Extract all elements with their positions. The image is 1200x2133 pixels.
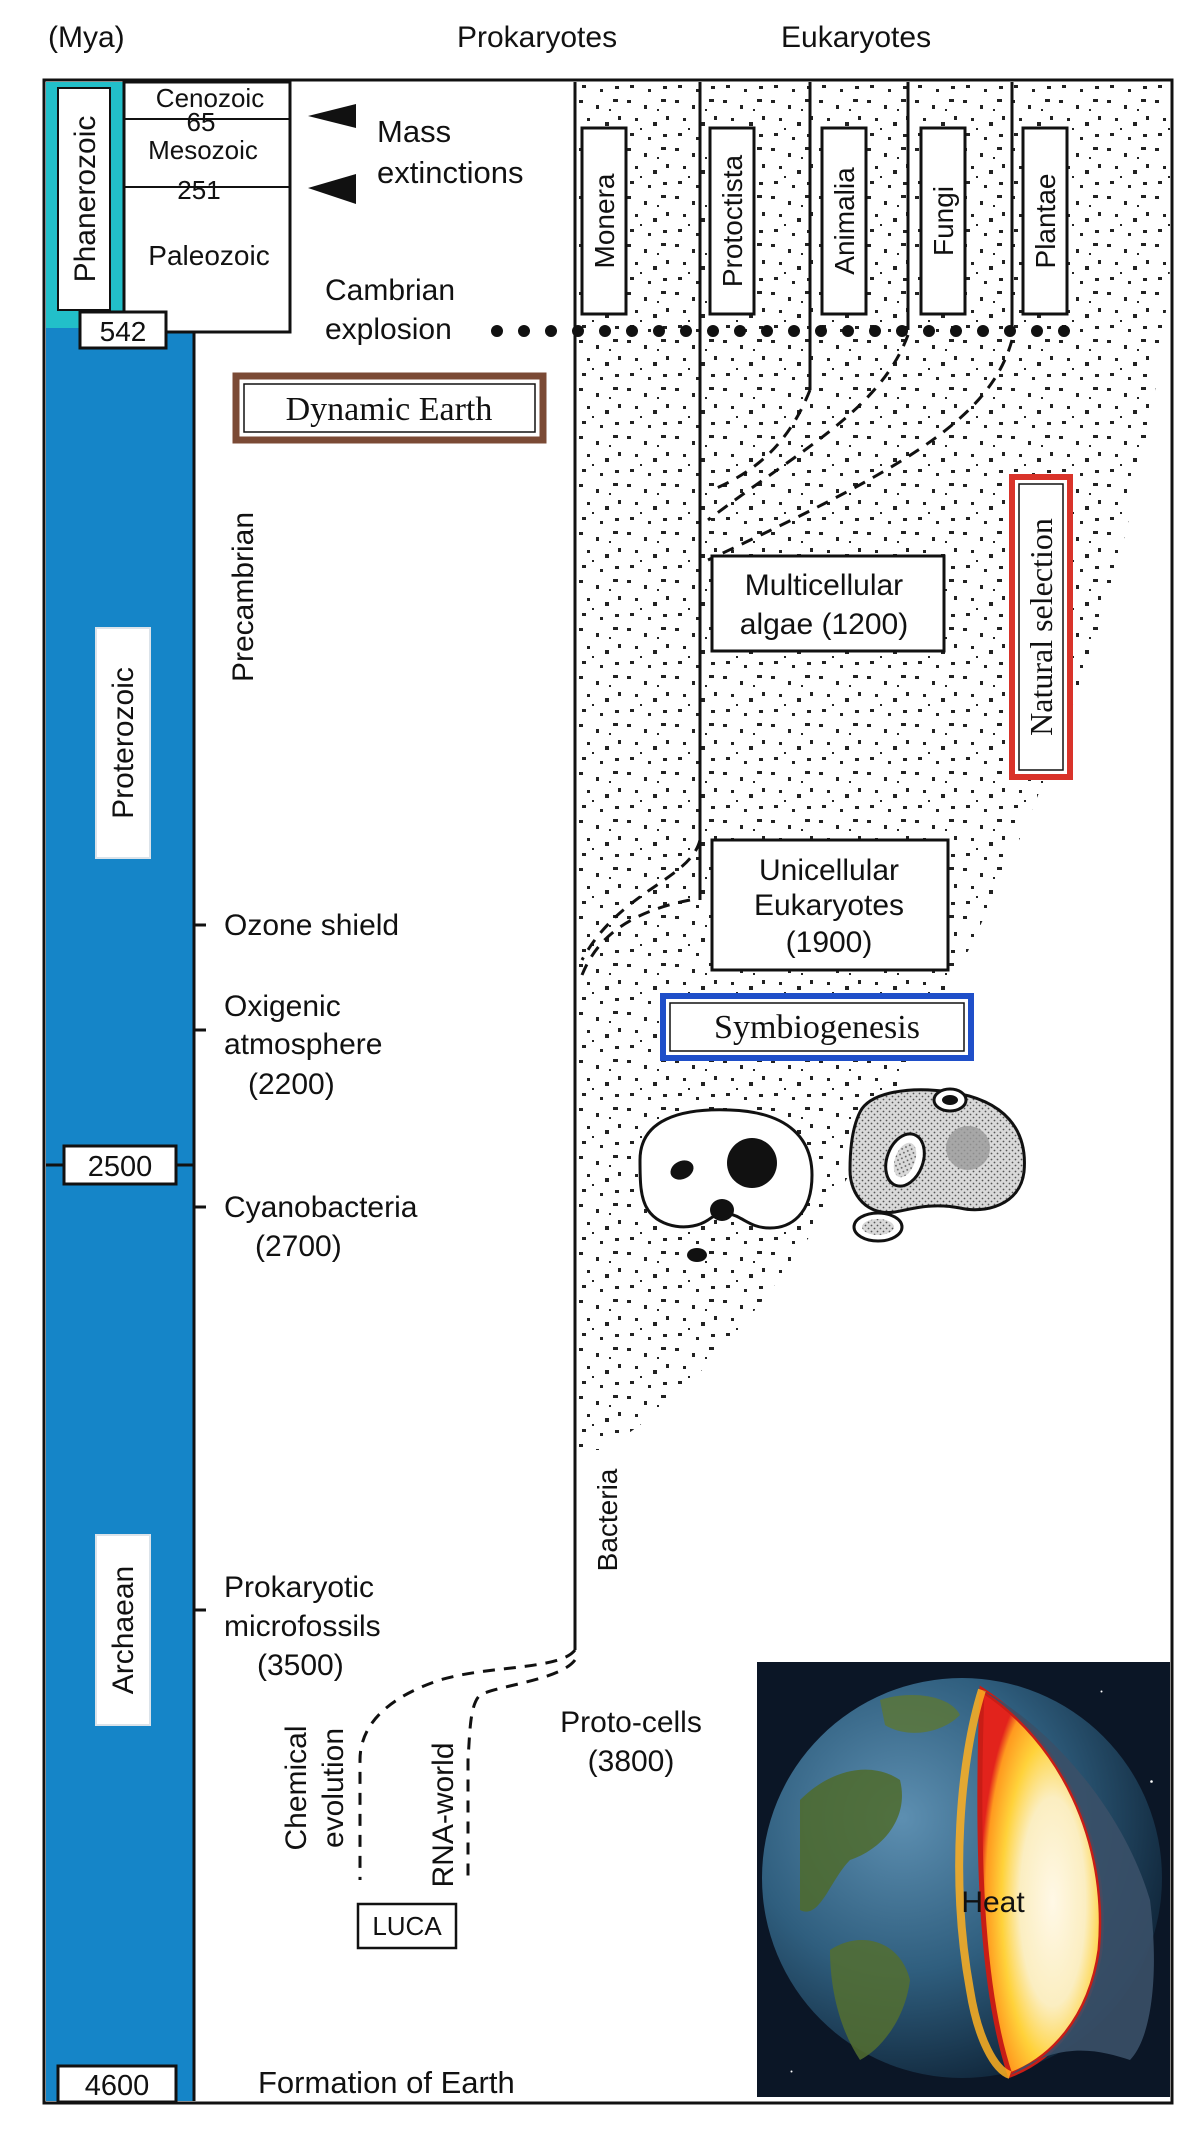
mesozoic-label: Mesozoic bbox=[148, 135, 258, 165]
eukaryote-speckle-field bbox=[575, 82, 1170, 1450]
cambrian-label-2: explosion bbox=[325, 313, 452, 346]
symbiogenesis-label: Symbiogenesis bbox=[714, 1009, 920, 1046]
kingdom-animalia-label: Animalia bbox=[829, 167, 860, 275]
heat-label: Heat bbox=[961, 1886, 1025, 1919]
luca-box bbox=[356, 1902, 458, 1950]
eukaryote-cell-illustration bbox=[848, 1087, 1026, 1243]
proto-cells-label-2: (3800) bbox=[588, 1745, 675, 1778]
kingdom-protoctista: Protoctista bbox=[708, 126, 756, 316]
marker-4600: 4600 bbox=[85, 2070, 150, 2102]
cyanobacteria-label-2: (2700) bbox=[255, 1230, 342, 1263]
dynamic-earth-outer bbox=[232, 372, 547, 444]
phanerozoic-label: Phanerozoic bbox=[69, 116, 102, 283]
rna-world-label: RNA-world bbox=[427, 1742, 460, 1887]
divergence-dashes bbox=[358, 334, 1014, 1880]
kingdom-fungi-label: Fungi bbox=[928, 186, 959, 256]
marker-65: 65 bbox=[187, 107, 216, 137]
precambrian-label: Precambrian bbox=[227, 512, 260, 682]
paleozoic-label: Paleozoic bbox=[148, 240, 269, 271]
marker-542: 542 bbox=[100, 316, 147, 347]
oxygenic-label-3: (2200) bbox=[248, 1068, 335, 1101]
unicellular-label-1: Unicellular bbox=[759, 854, 899, 887]
luca-label: LUCA bbox=[372, 1911, 442, 1941]
multicellular-algae-box bbox=[710, 554, 946, 653]
bacteria-label: Bacteria bbox=[592, 1468, 623, 1571]
earth-cutaway-illustration: Heat bbox=[757, 1662, 1170, 2097]
kingdom-plantae: Plantae bbox=[1021, 126, 1069, 316]
archaean-box bbox=[95, 1534, 151, 1726]
cenozoic-label: Cenozoic bbox=[156, 83, 264, 113]
marker-2500-box bbox=[62, 1144, 178, 1186]
natural-selection-label: Natural selection bbox=[1023, 518, 1059, 736]
prokaryote-cell-illustration bbox=[638, 1108, 814, 1262]
dynamic-earth-label: Dynamic Earth bbox=[286, 391, 493, 428]
chemical-evolution-label-2: evolution bbox=[317, 1728, 350, 1848]
marker-4600-box bbox=[56, 2064, 178, 2104]
era-box bbox=[122, 80, 292, 334]
mass-extinctions-label-1: Mass bbox=[377, 114, 451, 149]
marker-2500: 2500 bbox=[88, 1151, 153, 1183]
kingdom-plantae-label: Plantae bbox=[1030, 174, 1061, 269]
symbiogenesis-outer bbox=[660, 993, 974, 1061]
microfossils-label-3: (3500) bbox=[257, 1649, 344, 1682]
natural-selection-inner bbox=[1018, 483, 1064, 771]
unicellular-label-2: Eukaryotes bbox=[754, 889, 904, 922]
cambrian-label-1: Cambrian bbox=[325, 274, 455, 307]
kingdom-monera: Monera bbox=[580, 126, 628, 316]
unicellular-eukaryotes-box bbox=[710, 838, 950, 972]
archaeo-proterozoic-bar bbox=[46, 328, 194, 2101]
kingdom-fungi: Fungi bbox=[919, 126, 967, 316]
kingdom-monera-label: Monera bbox=[589, 173, 620, 268]
microfossils-label-2: microfossils bbox=[224, 1610, 381, 1643]
diagram-frame bbox=[42, 78, 1174, 2105]
oxygenic-label-2: atmosphere bbox=[224, 1028, 382, 1061]
prokaryotes-header: Prokaryotes bbox=[457, 21, 617, 54]
ozone-shield-label: Ozone shield bbox=[224, 909, 399, 942]
kingdom-animalia: Animalia bbox=[820, 126, 868, 316]
oxygenic-label-1: Oxigenic bbox=[224, 990, 341, 1023]
mass-extinctions-label-2: extinctions bbox=[377, 155, 523, 190]
eukaryotes-header: Eukaryotes bbox=[781, 21, 931, 54]
chemical-evolution-label-1: Chemical bbox=[280, 1725, 313, 1850]
unicellular-label-3: (1900) bbox=[786, 926, 873, 959]
marker-251: 251 bbox=[177, 175, 220, 205]
proterozoic-label: Proterozoic bbox=[107, 667, 140, 819]
units-label: (Mya) bbox=[48, 21, 125, 54]
archaean-label: Archaean bbox=[107, 1566, 140, 1694]
mass-extinction-arrow-251 bbox=[308, 174, 356, 204]
mass-extinction-arrow-65 bbox=[308, 104, 356, 128]
phanerozoic-box bbox=[57, 87, 111, 311]
proto-cells-label-1: Proto-cells bbox=[560, 1706, 702, 1739]
multicellular-label-2: algae (1200) bbox=[740, 608, 908, 641]
multicellular-label-1: Multicellular bbox=[745, 569, 903, 602]
marker-542-box bbox=[78, 310, 168, 350]
kingdom-protoctista-label: Protoctista bbox=[717, 154, 748, 287]
natural-selection-outer bbox=[1009, 474, 1073, 780]
formation-of-earth-label: Formation of Earth bbox=[258, 2065, 515, 2100]
microfossils-label-1: Prokaryotic bbox=[224, 1571, 374, 1604]
proterozoic-box bbox=[95, 627, 151, 859]
dynamic-earth-inner bbox=[243, 383, 536, 433]
symbiogenesis-inner bbox=[669, 1002, 965, 1052]
cyanobacteria-label-1: Cyanobacteria bbox=[224, 1191, 418, 1224]
